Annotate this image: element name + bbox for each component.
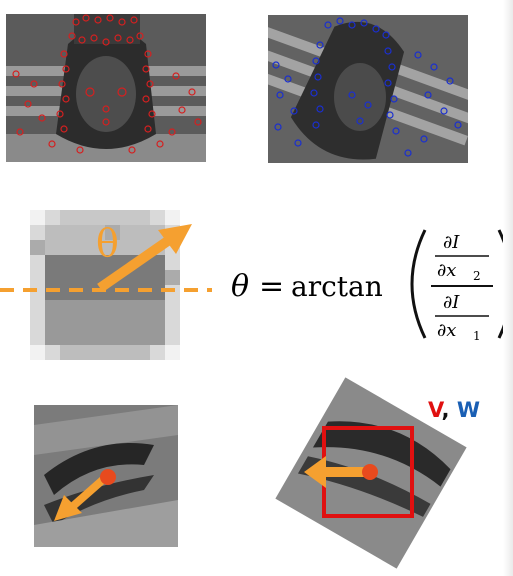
statue-blue-illustration — [268, 15, 468, 163]
eye-patch-image — [34, 405, 178, 547]
aligned-orientation-arrow — [304, 456, 368, 488]
formula-num-bottom: ∂x — [437, 260, 456, 281]
keypoint-dot-rotated — [362, 464, 378, 480]
theta-label: θ — [96, 221, 119, 265]
formula-arctan: arctan — [291, 270, 383, 303]
label-v: V — [428, 398, 442, 422]
statue-image-red-keypoints — [6, 14, 206, 162]
vw-label: V, W — [428, 398, 480, 422]
label-comma: , — [441, 398, 450, 422]
formula-num-top: ∂I — [443, 232, 460, 253]
formula-theta: θ — [231, 269, 249, 304]
formula-num-sub: 2 — [473, 269, 481, 283]
formula-den-top: ∂I — [443, 292, 460, 313]
keypoint-dot — [100, 469, 116, 485]
right-edge-shadow — [503, 0, 513, 576]
orientation-patch-diagram: θ — [0, 210, 212, 360]
statue-image-blue-keypoints — [268, 15, 468, 163]
formula-den-bottom: ∂x — [437, 320, 456, 341]
orientation-arrow — [97, 224, 192, 293]
formula-den-sub: 1 — [473, 329, 481, 343]
pixel-patch — [30, 210, 180, 360]
formula-equals: = — [259, 269, 284, 304]
orientation-formula: θ = arctan ∂I ∂x 2 ∂I ∂x 1 — [229, 224, 513, 344]
label-w: W — [456, 398, 481, 422]
statue-red-illustration — [6, 14, 206, 162]
rotated-patch-diagram — [275, 377, 467, 569]
dominant-orientation-arrow — [54, 474, 109, 521]
